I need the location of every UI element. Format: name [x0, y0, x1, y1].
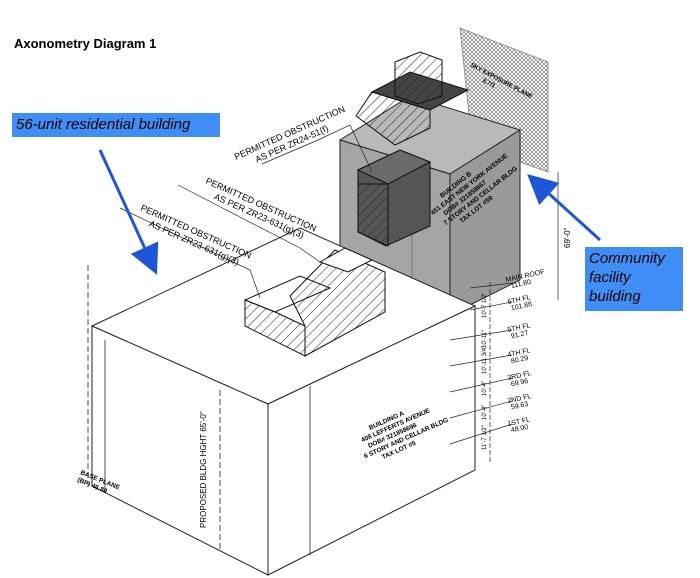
building-b-bulkhead [355, 51, 470, 247]
floor-dim: 10'-11" [482, 330, 488, 348]
community-arrow [527, 173, 602, 242]
floor-dim: 10'-4" [482, 381, 488, 396]
floor-label: 5TH FL91.27 [507, 322, 533, 341]
leader-lines [119, 124, 373, 299]
floor-label: 1ST FL48.00 [507, 416, 532, 434]
obstruction-label-2: PERMITTED OBSTRUCTION AS PER ZR23-631(g)… [200, 176, 320, 245]
floor-label: 6TH FL101.88 [507, 294, 533, 313]
sky-exposure-plane [459, 27, 549, 173]
floor-dim: 10'-11 3/4" [482, 346, 488, 374]
floor-dim: 10'-4" [482, 405, 488, 420]
height-dimension: 69'-0" [563, 227, 572, 248]
floor-label: 3RD FL69.96 [507, 370, 534, 389]
floor-dim: 11'-7 1/2" [482, 425, 488, 450]
community-facility-callout: Community facility building [585, 247, 683, 311]
residential-arrow [98, 149, 159, 275]
callout-line: facility [589, 269, 631, 286]
residential-callout: 56-unit residential building [12, 113, 220, 137]
floor-label: 2ND FL59.63 [507, 393, 534, 412]
proposed-height-label: PROPOSED BLDG HGHT 65'-0" [199, 411, 208, 528]
floor-level-lines [449, 172, 559, 462]
obstruction-label-3: PERMITTED OBSTRUCTION AS PER ZR23-631(g)… [135, 203, 255, 272]
floor-dim: 10'-7 1/2" [482, 293, 488, 318]
floor-dimensions: 10'-7 1/2" 10'-11" 10'-11 3/4" 10'-4" 10… [482, 293, 488, 450]
floor-labels: MAIN ROOF111.80 6TH FL101.88 5TH FL91.27… [505, 269, 545, 435]
callout-line: building [589, 288, 641, 305]
callout-line: Community [589, 250, 665, 267]
building-a [87, 227, 477, 576]
page-title: Axonometry Diagram 1 [14, 36, 157, 51]
floor-label: 4TH FL80.29 [507, 347, 533, 366]
building-a-obstruction [243, 247, 386, 357]
obstruction-label-1: PERMITTED OBSTRUCTION AS PER ZR24-51(f) [233, 103, 353, 172]
